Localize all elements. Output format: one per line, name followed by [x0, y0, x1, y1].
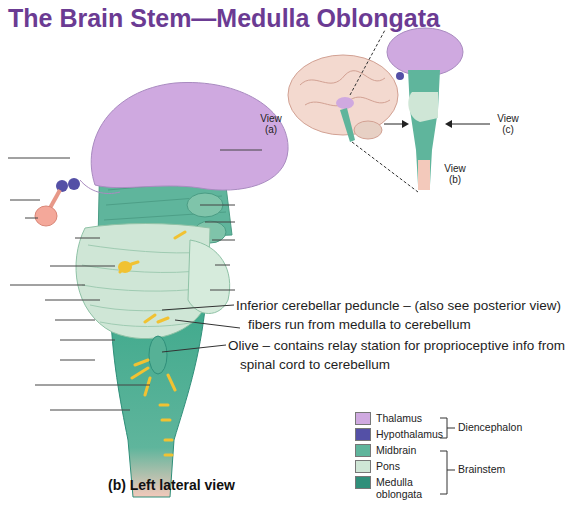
legend-text: Thalamus	[376, 412, 432, 424]
caption: (b) Left lateral view	[108, 477, 235, 493]
inset-pons-zoom	[408, 92, 438, 122]
view-arrowhead	[445, 120, 452, 128]
leader-line	[8, 158, 150, 410]
thalamus	[91, 82, 288, 190]
inset-cerebellum	[354, 121, 382, 139]
legend-text: Medulla oblongata	[376, 476, 432, 500]
legend-text: Hypothalamus	[376, 428, 432, 440]
legend-row: Medulla oblongata	[355, 476, 435, 500]
view-arrow	[384, 124, 402, 125]
hypothalamus	[68, 178, 80, 190]
trigeminal-nerve	[118, 261, 132, 273]
olive	[149, 336, 167, 374]
inset-cord-zoom	[418, 160, 430, 190]
legend-row: Thalamus	[355, 412, 435, 425]
legend-swatch	[355, 412, 371, 425]
legend-row: Midbrain	[355, 444, 435, 457]
legend-swatch	[355, 444, 371, 457]
annotation: Inferior cerebellar peduncle – (also see…	[236, 296, 580, 334]
title: The Brain Stem—Medulla Oblongata	[8, 4, 440, 33]
inset-brain	[288, 55, 398, 135]
annotation: Olive – contains relay station for propr…	[228, 336, 580, 374]
thalamus-edge	[80, 180, 120, 194]
view-label: View (c)	[493, 113, 523, 135]
view-label: View (b)	[440, 163, 470, 185]
inset-thalamus	[336, 97, 354, 109]
view-label: View (a)	[256, 113, 286, 135]
leader-line	[200, 150, 262, 290]
group-label: Diencephalon	[458, 421, 568, 433]
infundibulum	[50, 190, 60, 208]
pituitary	[35, 206, 57, 226]
legend-text: Pons	[376, 460, 432, 472]
pons-fibers	[82, 245, 205, 327]
legend-row: Hypothalamus	[355, 428, 435, 441]
view-arrow	[452, 124, 490, 125]
zoom-line	[350, 30, 385, 95]
legend-swatch	[355, 428, 371, 441]
inset-stem	[340, 108, 355, 142]
inset-thalamus-zoom	[387, 28, 463, 76]
cerebellar-peduncle	[188, 240, 230, 314]
zoom-line	[352, 142, 418, 192]
inset-hypothalamus	[396, 72, 404, 80]
legend-swatch	[355, 476, 371, 489]
legend-bracket	[440, 451, 455, 494]
view-arrowhead	[402, 120, 409, 128]
legend-text: Midbrain	[376, 444, 432, 456]
group-label: Brainstem	[458, 463, 568, 475]
legend-row: Pons	[355, 460, 435, 473]
legend-swatch	[355, 460, 371, 473]
legend-bracket	[440, 418, 455, 438]
